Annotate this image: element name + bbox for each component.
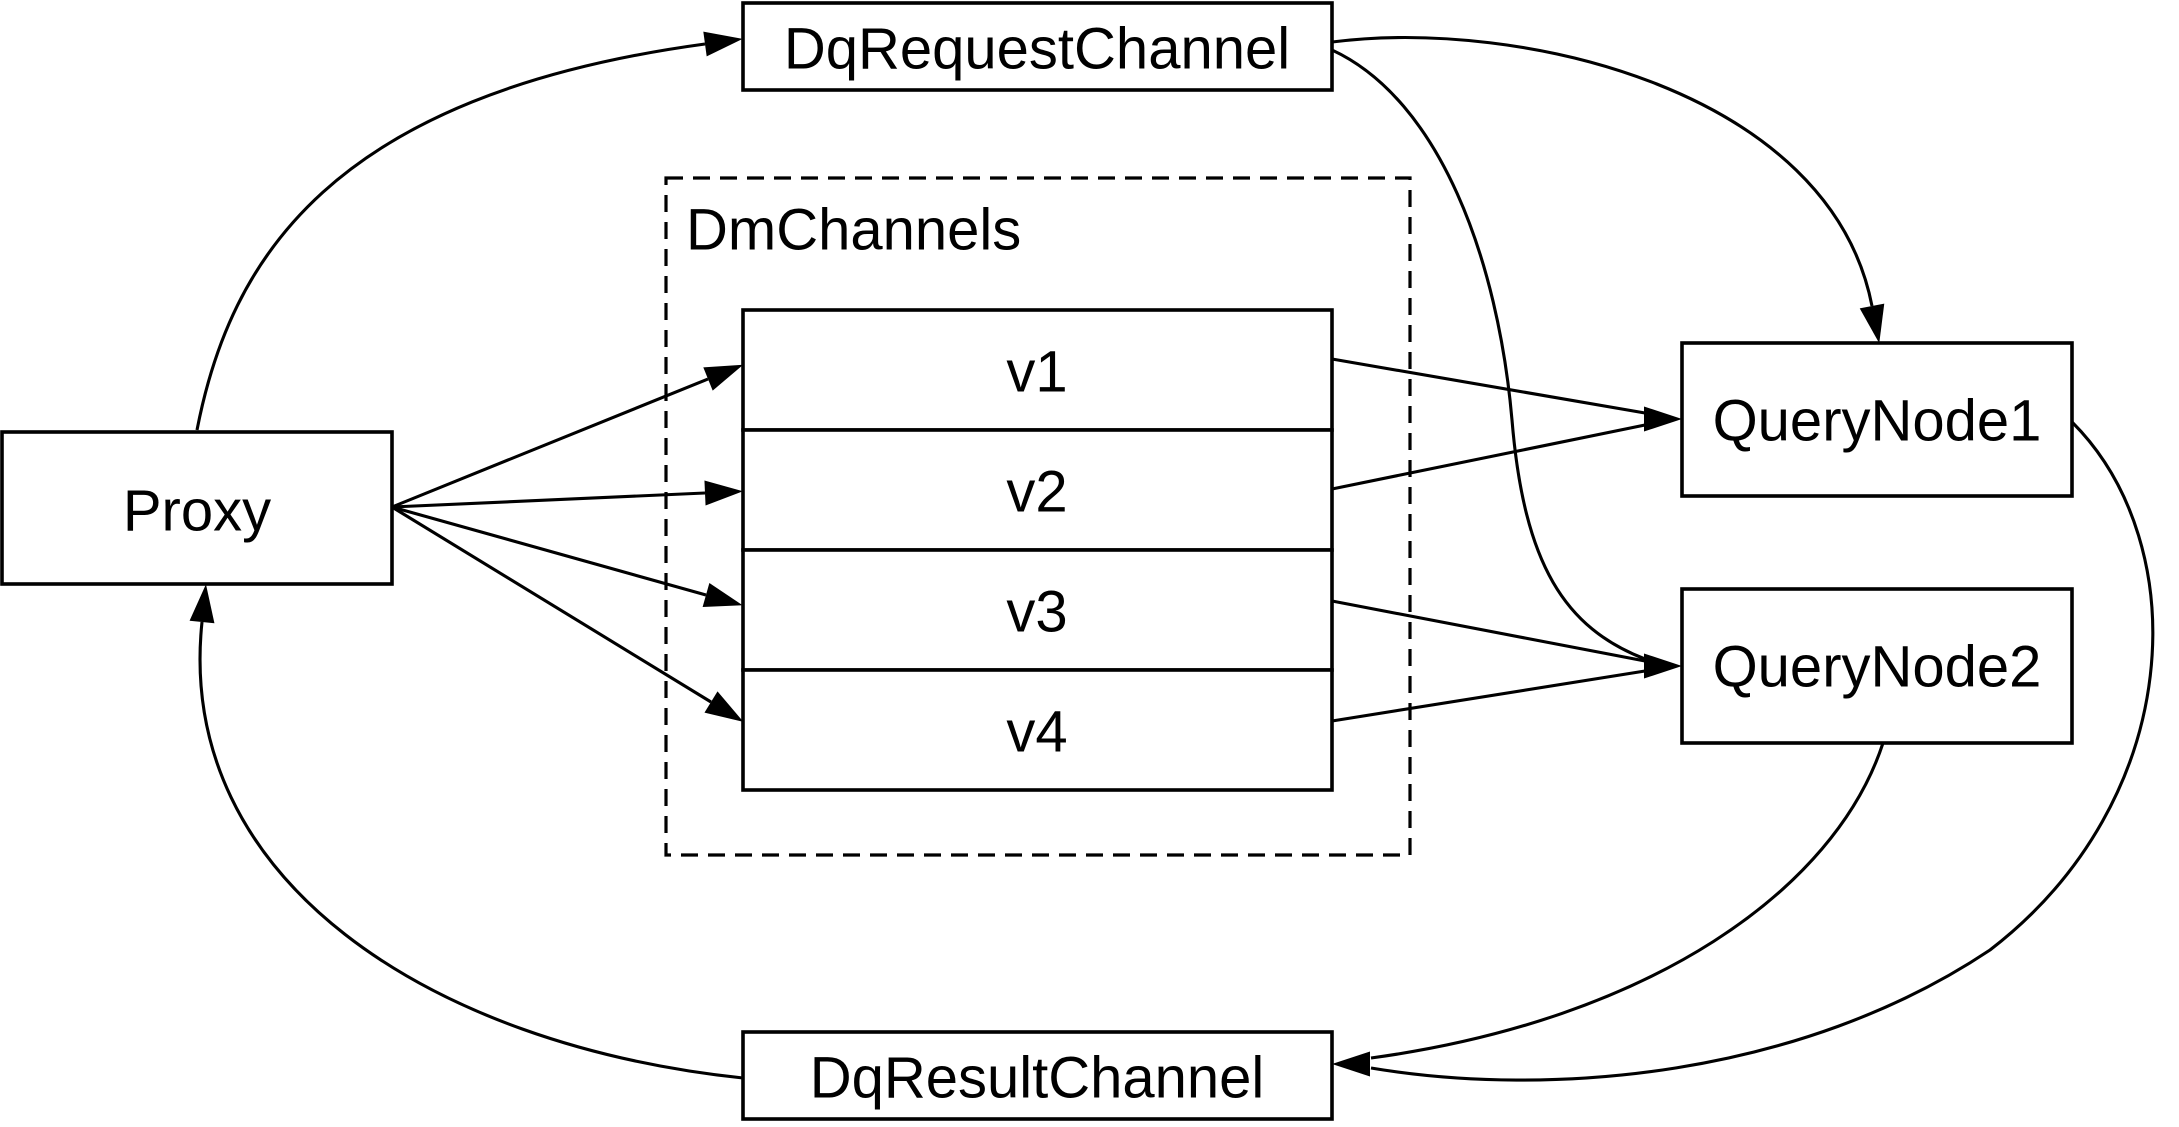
v4-label: v4 [1006, 700, 1067, 765]
query-node1-box [1680, 341, 2074, 498]
arrowhead-into-query-node1 [1644, 406, 1682, 432]
v2-box [741, 428, 1334, 552]
edge-dq-request-channel-to-query-node1 [1331, 36, 1885, 344]
proxy-box [0, 430, 394, 586]
edge-proxy-to-v2 [391, 480, 743, 509]
nodes-layer [0, 1, 2074, 1121]
query-node1-label: QueryNode1 [1713, 389, 2042, 454]
dm-channels-group-box [664, 176, 1412, 857]
edge-proxy-to-v3 [391, 505, 743, 608]
dq-request-channel-label: DqRequestChannel [784, 17, 1290, 82]
edge-dq-request-channel-to-query-node2 [1331, 48, 1646, 661]
edge-dq-result-channel-to-proxy [189, 584, 744, 1080]
dq-request-channel-box [741, 1, 1334, 92]
edge-proxy-to-v4 [391, 505, 744, 722]
arrowhead-into-dq-result-channel [1332, 1051, 1370, 1077]
labels-layer: DqRequestChannel Proxy DmChannels v1 v2 … [123, 17, 2042, 1111]
v4-box [741, 668, 1334, 792]
query-node2-box [1680, 587, 2074, 745]
v2-label: v2 [1006, 460, 1067, 525]
edge-proxy-to-dq-request-channel [195, 31, 743, 431]
edge-v3-to-query-node2 [1331, 599, 1646, 663]
edge-v1-to-query-node1 [1331, 357, 1646, 415]
edges-layer [189, 31, 2155, 1082]
dq-result-channel-box [741, 1030, 1334, 1121]
proxy-label: Proxy [123, 479, 271, 544]
shared-arrowheads-layer [1332, 406, 1682, 1077]
edge-query-node1-to-dq-result-channel [1370, 420, 2155, 1082]
edge-v4-to-query-node2 [1331, 669, 1646, 723]
query-node2-label: QueryNode2 [1713, 635, 2042, 700]
dq-result-channel-label: DqResultChannel [810, 1046, 1265, 1111]
edge-proxy-to-v1 [391, 364, 744, 509]
edge-query-node2-to-dq-result-channel [1370, 742, 1885, 1060]
v3-box [741, 548, 1334, 672]
v1-label: v1 [1006, 340, 1067, 405]
v1-box [741, 308, 1334, 432]
v3-label: v3 [1006, 580, 1067, 645]
arrowhead-into-query-node2 [1644, 653, 1682, 679]
edge-v2-to-query-node1 [1331, 423, 1646, 491]
dm-channels-label: DmChannels [686, 198, 1021, 263]
